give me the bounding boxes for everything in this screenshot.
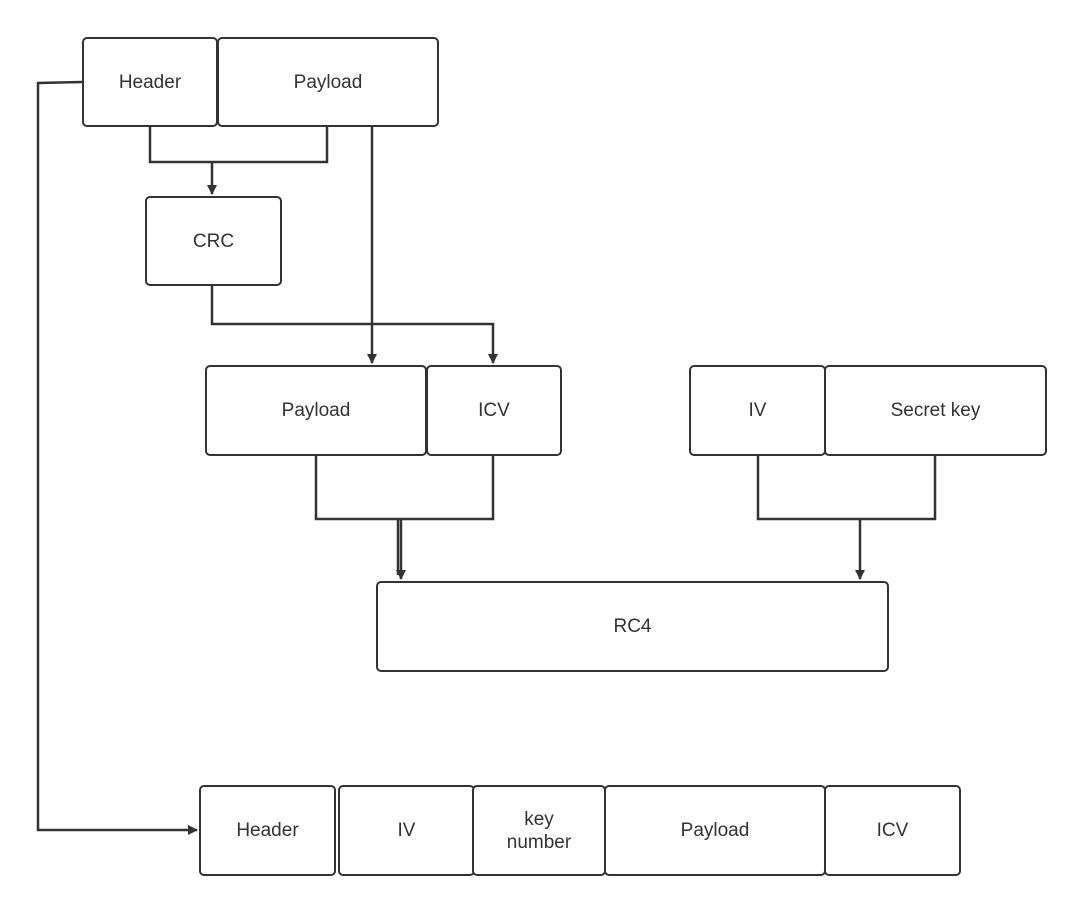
plaintext-icv-box: ICV bbox=[426, 365, 562, 456]
output-key-number-label: key number bbox=[506, 808, 572, 853]
output-iv-box: IV bbox=[338, 785, 475, 876]
rc4-box: RC4 bbox=[376, 581, 889, 672]
output-payload-box: Payload bbox=[604, 785, 826, 876]
input-payload-box: Payload bbox=[217, 37, 439, 127]
crc-label: CRC bbox=[192, 230, 235, 252]
plaintext-icv-label: ICV bbox=[478, 400, 510, 421]
key-to-rc4-arrow bbox=[756, 455, 937, 579]
key-iv-label: IV bbox=[748, 400, 767, 421]
output-payload-label: Payload bbox=[680, 820, 750, 841]
input-header-label: Header bbox=[118, 71, 182, 93]
rc4-label: RC4 bbox=[613, 616, 652, 637]
header-payload-to-crc-arrow bbox=[148, 126, 329, 194]
output-key-number-box: key number bbox=[472, 785, 606, 876]
plaintext-to-rc4-arrow bbox=[314, 455, 495, 579]
header-bypass-arrow bbox=[36, 80, 198, 835]
plaintext-payload-box: Payload bbox=[205, 365, 427, 456]
secret-key-label: Secret key bbox=[890, 400, 981, 421]
output-header-box: Header bbox=[199, 785, 336, 876]
input-header-box: Header bbox=[82, 37, 218, 127]
input-payload-label: Payload bbox=[293, 71, 363, 93]
output-icv-box: ICV bbox=[824, 785, 961, 876]
plaintext-payload-label: Payload bbox=[281, 400, 351, 421]
output-iv-label: IV bbox=[397, 820, 416, 841]
secret-key-box: Secret key bbox=[824, 365, 1047, 456]
crc-to-icv-arrow bbox=[210, 285, 498, 364]
key-iv-box: IV bbox=[689, 365, 826, 456]
output-header-label: Header bbox=[236, 820, 299, 841]
output-icv-label: ICV bbox=[876, 820, 909, 841]
crc-box: CRC bbox=[145, 196, 282, 286]
